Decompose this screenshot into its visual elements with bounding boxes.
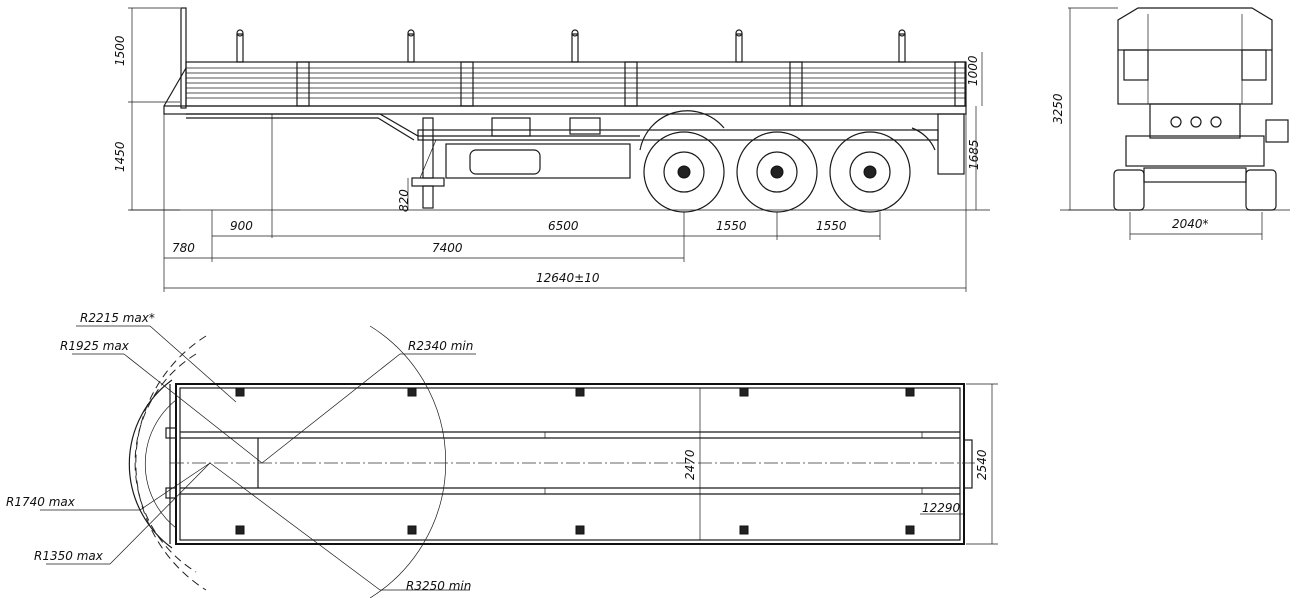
label-r1350: R1350 max bbox=[34, 549, 104, 563]
dim-axle-spacing-2: 1550 bbox=[816, 219, 847, 233]
dim-leg-lift: 820 bbox=[397, 189, 411, 212]
dim-deck-height: 1450 bbox=[113, 141, 127, 172]
label-r1925: R1925 max bbox=[60, 339, 130, 353]
side-wheels bbox=[643, 131, 911, 213]
side-dimensions: 1500 1450 1000 1685 820 900 6500 1550 15… bbox=[113, 7, 983, 292]
dim-leg-to-axle: 6500 bbox=[548, 219, 579, 233]
label-r2340: R2340 min bbox=[408, 339, 473, 353]
dim-rail-height: 1500 bbox=[113, 35, 127, 66]
label-r2215: R2215 max* bbox=[80, 311, 155, 325]
dim-axle-spacing-1: 1550 bbox=[716, 219, 747, 233]
top-view: R2215 max* R1925 max R2340 min R1740 max… bbox=[6, 311, 998, 598]
dim-kingpin-to-leg: 900 bbox=[230, 219, 253, 233]
dim-track-width: 2040* bbox=[1172, 217, 1209, 231]
side-view bbox=[130, 7, 990, 213]
dim-overall-width: 2540 bbox=[975, 449, 989, 480]
dim-inner-width: 2470 bbox=[683, 449, 697, 480]
rear-view: 3250 2040* bbox=[1051, 7, 1290, 240]
dim-overall-length: 12640±10 bbox=[536, 271, 600, 285]
label-r3250: R3250 min bbox=[406, 579, 471, 593]
dim-front-overhang: 780 bbox=[172, 241, 195, 255]
dim-board-height: 1000 bbox=[966, 55, 980, 86]
label-r1740: R1740 max bbox=[6, 495, 76, 509]
dim-platform-length: 12290 bbox=[922, 501, 961, 515]
dim-kingpin-to-axle: 7400 bbox=[432, 241, 463, 255]
dim-rear-height: 1685 bbox=[967, 139, 981, 170]
dim-overall-height: 3250 bbox=[1051, 93, 1065, 124]
